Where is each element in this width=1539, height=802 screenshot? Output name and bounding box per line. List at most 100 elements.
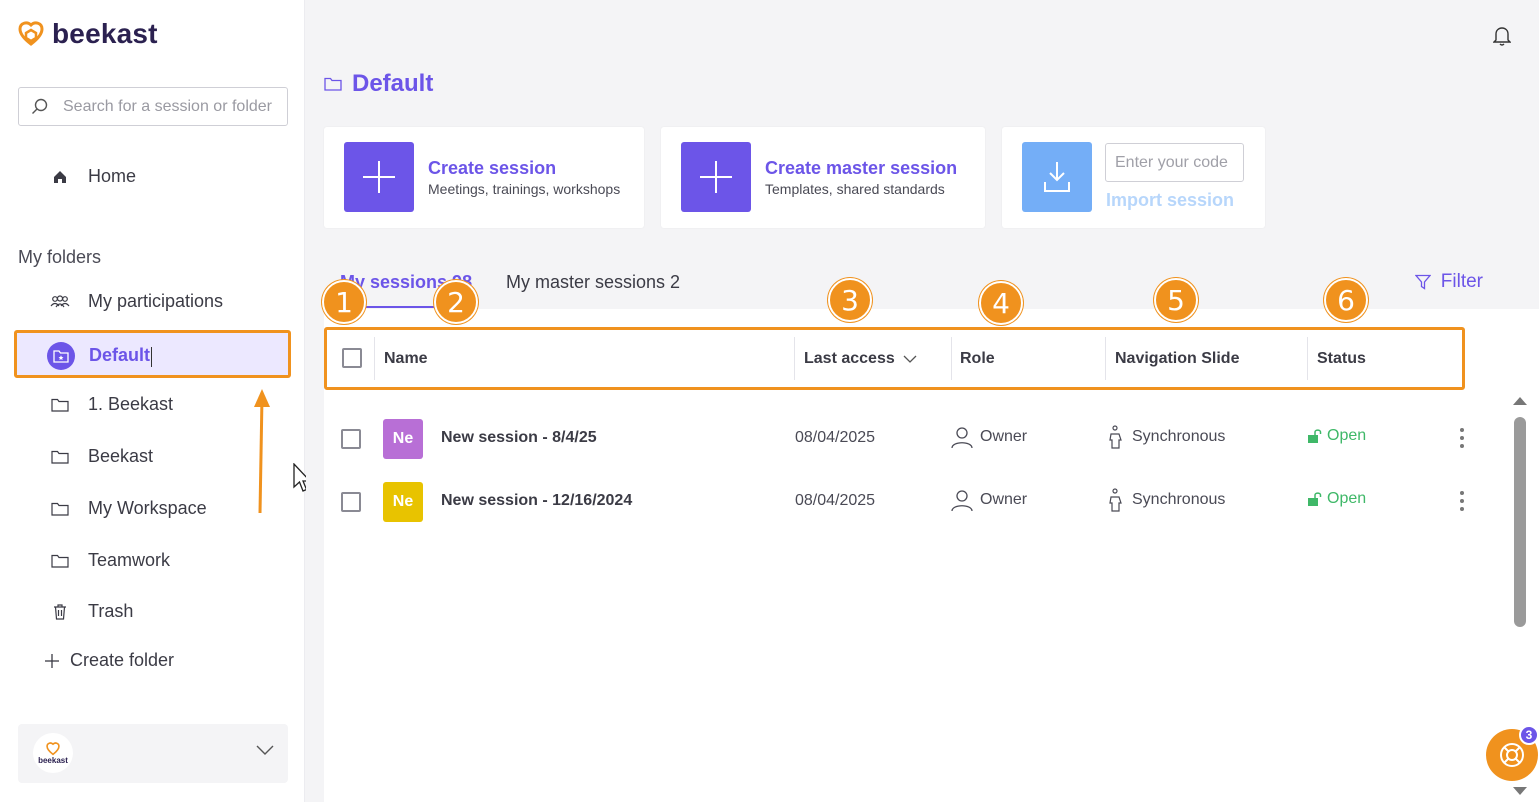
folder-icon: [324, 77, 342, 91]
sidebar-item-label: My participations: [88, 291, 224, 311]
create-session-card[interactable]: Create session Meetings, trainings, work…: [324, 127, 644, 228]
session-status: Open: [1307, 490, 1366, 508]
help-badge-count: 3: [1519, 725, 1539, 745]
plus-icon: [45, 653, 59, 668]
sidebar-item-label: Default: [89, 345, 153, 367]
sidebar-item-default[interactable]: Default: [14, 330, 291, 378]
sidebar-item-label: My Workspace: [88, 498, 207, 518]
synchronous-icon: [1109, 425, 1122, 449]
card-subtitle: Meetings, trainings, workshops: [428, 181, 621, 197]
table-row[interactable]: Ne New session - 12/16/2024 08/04/2025 O…: [324, 472, 1484, 532]
session-name[interactable]: New session - 8/4/25: [441, 429, 597, 446]
create-folder-button[interactable]: Create folder: [44, 650, 174, 671]
search-box[interactable]: [18, 87, 288, 126]
annotation-badge-6: 6: [1324, 278, 1368, 322]
beekast-logo-icon: [46, 741, 60, 755]
filter-label: Filter: [1440, 271, 1483, 292]
sidebar-item-my-participations[interactable]: My participations: [50, 291, 223, 312]
annotation-badge-2: 2: [434, 280, 478, 324]
sidebar-item-teamwork[interactable]: Teamwork: [50, 550, 170, 571]
brand-name: beekast: [52, 18, 158, 49]
filter-button[interactable]: Filter: [1414, 271, 1483, 293]
column-header-navigation-slide[interactable]: Navigation Slide: [1115, 350, 1240, 367]
lifebuoy-icon: [1500, 743, 1524, 767]
session-avatar: Ne: [383, 482, 423, 522]
session-status: Open: [1307, 427, 1366, 445]
plus-icon: [344, 142, 414, 212]
column-header-status[interactable]: Status: [1317, 350, 1366, 367]
session-navigation: Synchronous: [1108, 488, 1225, 512]
row-checkbox[interactable]: [341, 429, 361, 449]
annotation-badge-3: 3: [828, 278, 872, 322]
import-session-button[interactable]: Import session: [1106, 190, 1235, 210]
sidebar-item-label: Beekast: [88, 446, 154, 466]
import-code-input[interactable]: [1105, 143, 1244, 182]
download-icon: [1022, 142, 1092, 212]
scroll-down-icon[interactable]: [1512, 786, 1528, 796]
my-folders-heading: My folders: [18, 247, 102, 267]
filter-icon: [1414, 274, 1431, 290]
column-header-last-access[interactable]: Last access: [804, 350, 917, 368]
chevron-down-icon: [903, 355, 917, 363]
session-avatar: Ne: [383, 419, 423, 459]
sidebar-item-trash[interactable]: Trash: [50, 601, 133, 622]
scrollbar-thumb[interactable]: [1514, 417, 1526, 627]
chevron-down-icon[interactable]: [256, 744, 274, 756]
table-row[interactable]: Ne New session - 8/4/25 08/04/2025 Owner…: [324, 409, 1484, 469]
more-options-icon[interactable]: [1459, 427, 1465, 449]
scroll-up-icon[interactable]: [1512, 396, 1528, 406]
account-switcher[interactable]: beekast: [18, 724, 288, 783]
folder-star-icon: [47, 342, 75, 370]
home-icon: [54, 170, 66, 183]
select-all-checkbox[interactable]: [342, 348, 362, 368]
import-session-card: Import session: [1002, 127, 1265, 228]
search-input[interactable]: [63, 97, 283, 116]
card-subtitle: Templates, shared standards: [765, 181, 945, 197]
column-divider: [1307, 337, 1308, 380]
unlock-icon: [1308, 429, 1322, 443]
participants-icon: [50, 294, 70, 307]
sidebar-item-label: Home: [88, 166, 137, 186]
folder-icon: [51, 450, 69, 464]
column-divider: [951, 337, 952, 380]
tab-my-master-sessions[interactable]: My master sessions 2: [506, 272, 681, 292]
table-header: Name Last access Role Navigation Slide S…: [324, 327, 1465, 390]
logo[interactable]: beekast: [18, 18, 158, 50]
column-divider: [1105, 337, 1106, 380]
column-header-role[interactable]: Role: [960, 350, 995, 367]
beekast-logo-icon: [18, 21, 44, 46]
sidebar-item-label: Teamwork: [88, 550, 171, 570]
sidebar-item-beekast[interactable]: Beekast: [50, 446, 153, 467]
unlock-icon: [1308, 492, 1322, 506]
session-navigation: Synchronous: [1108, 425, 1225, 449]
column-divider: [374, 337, 375, 380]
sidebar-item-label: 1. Beekast: [88, 394, 174, 414]
folder-icon: [51, 502, 69, 516]
synchronous-icon: [1109, 488, 1122, 512]
create-master-session-card[interactable]: Create master session Templates, shared …: [661, 127, 985, 228]
main-content: Default Create session Meetings, trainin…: [306, 0, 1539, 802]
scrollbar[interactable]: [1508, 394, 1532, 799]
search-icon: [32, 98, 48, 114]
account-avatar: beekast: [33, 733, 73, 773]
folder-icon: [51, 398, 69, 412]
session-name[interactable]: New session - 12/16/2024: [441, 492, 633, 509]
sidebar-item-home[interactable]: Home: [50, 166, 136, 187]
annotation-badge-1: 1: [322, 280, 366, 324]
session-last-access: 08/04/2025: [795, 492, 876, 509]
folder-icon: [51, 554, 69, 568]
column-divider: [794, 337, 795, 380]
user-icon: [951, 490, 973, 512]
bell-icon[interactable]: [1493, 26, 1511, 46]
sidebar-item-1-beekast[interactable]: 1. Beekast: [50, 394, 173, 415]
row-checkbox[interactable]: [341, 492, 361, 512]
column-header-name[interactable]: Name: [384, 350, 428, 367]
trash-icon: [54, 603, 66, 620]
page-title-text: Default: [352, 70, 434, 97]
more-options-icon[interactable]: [1459, 490, 1465, 512]
sidebar-item-my-workspace[interactable]: My Workspace: [50, 498, 207, 519]
page-title: Default: [324, 70, 433, 98]
session-last-access: 08/04/2025: [795, 429, 876, 446]
plus-icon: [681, 142, 751, 212]
account-logo-text: beekast: [38, 755, 68, 765]
